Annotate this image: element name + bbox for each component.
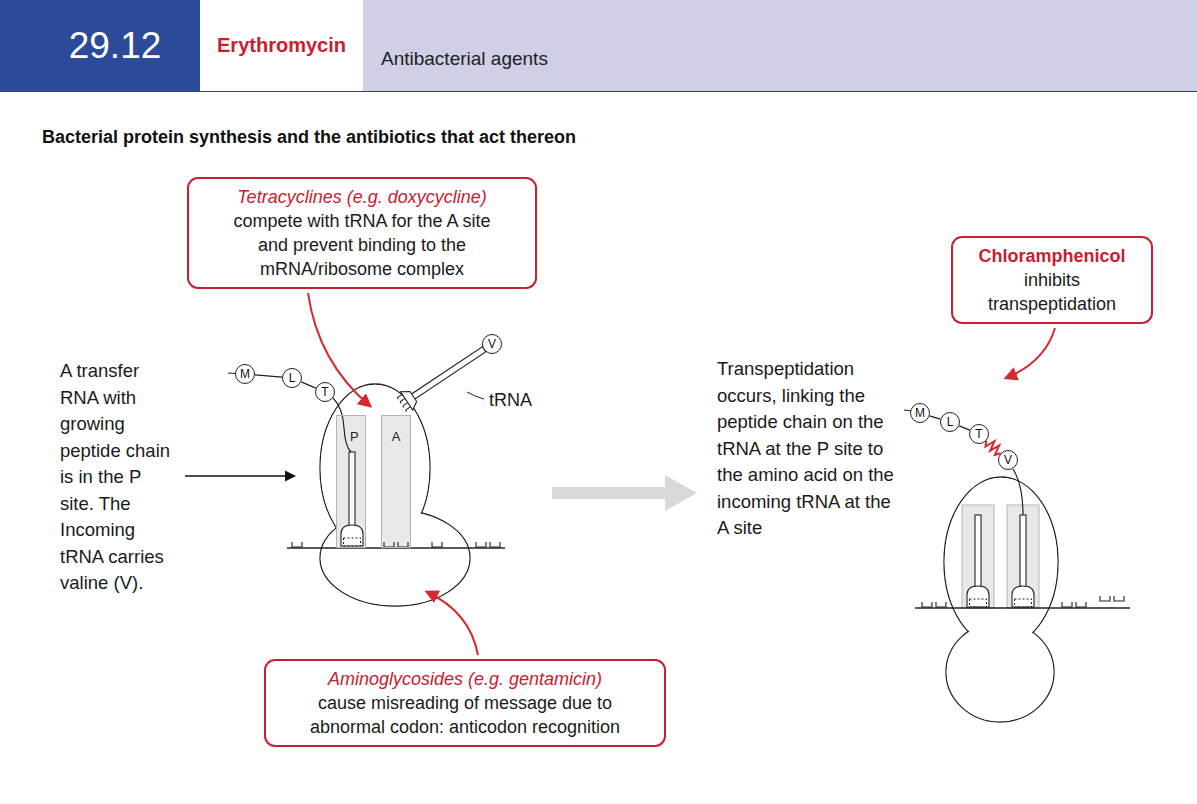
node-heading: 29.12 xyxy=(69,25,162,67)
drug-callout: Chloramphenicolinhibits transpeptidation xyxy=(951,236,1153,324)
node-body: cause misreading of message due to abnor… xyxy=(282,691,648,739)
amino-acid-circle: T xyxy=(315,382,335,402)
peptide-link xyxy=(1013,469,1023,515)
part-label: tRNA xyxy=(489,389,532,411)
site-band xyxy=(1007,505,1039,608)
site-band xyxy=(962,505,994,608)
node-heading: P xyxy=(350,430,365,444)
figure-heading: Bacterial protein synthesis and the anti… xyxy=(42,126,576,148)
peptide-link xyxy=(228,372,235,374)
ribosome-site: P xyxy=(336,415,366,548)
amino-acid-circle: L xyxy=(282,368,302,388)
incoming-trna xyxy=(396,340,491,413)
leader-line xyxy=(467,392,484,399)
peptide-link xyxy=(255,375,282,377)
ribosome-left xyxy=(228,373,505,606)
drug-callout: Tetracyclines (e.g. doxycycline)compete … xyxy=(187,177,537,289)
node-heading: Erythromycin xyxy=(217,34,346,57)
step-arrow xyxy=(552,475,697,511)
node-heading: Aminoglycosides (e.g. gentamicin) xyxy=(282,667,648,691)
anticodon-head xyxy=(967,586,989,607)
amino-acid-circle: T xyxy=(969,424,989,444)
section-number-box: 29.12 xyxy=(0,0,200,92)
node-heading: V xyxy=(1004,454,1012,466)
amino-acid-circle: L xyxy=(940,412,960,432)
trna-stem xyxy=(975,515,981,587)
codon-pairing xyxy=(344,538,361,546)
header-band: Antibacterial agents 29.12 Erythromycin xyxy=(0,0,1197,92)
peptide-link xyxy=(959,426,970,430)
chapter-title-box: Erythromycin xyxy=(200,0,363,91)
node-heading: L xyxy=(947,416,954,428)
amino-acid-circle: M xyxy=(910,403,930,423)
node-heading: T xyxy=(321,386,328,398)
ribosome-outline xyxy=(946,622,1054,722)
amino-acid-circle: V xyxy=(998,450,1018,470)
ribosome-outline xyxy=(944,477,1058,647)
node-heading: Tetracyclines (e.g. doxycycline) xyxy=(223,185,501,209)
drug-callout: Aminoglycosides (e.g. gentamicin)cause m… xyxy=(264,659,666,747)
amino-acid-circle: M xyxy=(235,364,255,384)
anticodon-head xyxy=(341,525,363,546)
trna-stem xyxy=(349,452,355,528)
node-heading: V xyxy=(488,338,496,350)
node-heading: L xyxy=(289,372,296,384)
ribosome-fill xyxy=(945,478,1058,647)
node-heading: A xyxy=(382,430,410,444)
codon-mark xyxy=(292,542,500,547)
step-note: Transpeptidation occurs, linking the pep… xyxy=(717,356,895,542)
node-heading: M xyxy=(240,368,250,380)
node-heading: T xyxy=(975,428,982,440)
node-body: compete with tRNA for the A site and pre… xyxy=(223,209,501,281)
node-body: inhibits transpeptidation xyxy=(963,268,1141,316)
ribosome-right xyxy=(904,410,1130,722)
step-note: A transfer RNA with growing peptide chai… xyxy=(60,358,178,597)
peptide-link xyxy=(930,416,941,419)
codon-pairing xyxy=(1015,599,1032,607)
ribosome-fill xyxy=(947,623,1054,722)
node-heading: Chloramphenicol xyxy=(963,244,1141,268)
trna-stem xyxy=(1020,515,1026,587)
pointer-arrow xyxy=(185,475,294,477)
node-heading: Antibacterial agents xyxy=(381,48,548,70)
peptide-link xyxy=(301,382,316,388)
trna-stem xyxy=(411,347,486,400)
amino-acid-circle: V xyxy=(482,334,502,354)
action-arrow xyxy=(308,293,370,406)
site-band xyxy=(381,415,411,548)
codon-pairing xyxy=(970,599,987,607)
anticodon-bases xyxy=(397,394,411,411)
site-band xyxy=(336,415,366,548)
peptide-bond xyxy=(985,441,1000,455)
node-heading: M xyxy=(915,407,925,419)
action-arrow xyxy=(427,592,478,655)
ribosome-site: A xyxy=(381,415,411,548)
action-arrow xyxy=(1006,328,1055,378)
anticodon-head xyxy=(1012,586,1034,607)
